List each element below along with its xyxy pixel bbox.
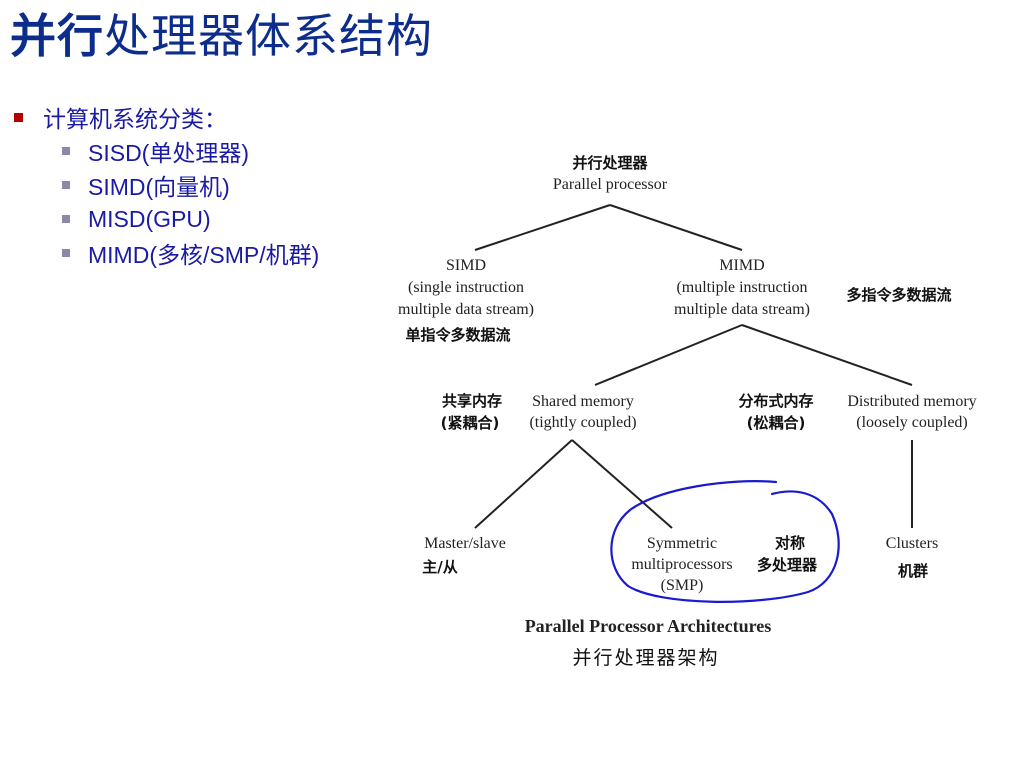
shared-zh-line2: (紧耦合) xyxy=(441,414,500,432)
bullet-item: SISD(单处理器) xyxy=(62,134,319,168)
slide-title-bold: 并行 xyxy=(10,9,104,63)
bullet-item: MISD(GPU) xyxy=(62,202,319,236)
shared-en-line1: Shared memory xyxy=(532,393,634,410)
gray-square-bullet-icon xyxy=(62,181,70,189)
simd-desc-line1: (single instruction xyxy=(408,279,524,296)
figure-caption-en: Parallel Processor Architectures xyxy=(525,616,772,636)
simd-zh-label: 单指令多数据流 xyxy=(405,326,510,344)
bullet-item-text: MISD(GPU) xyxy=(88,205,211,232)
bullet-list: 计算机系统分类： SISD(单处理器) SIMD(向量机) MISD(GPU) … xyxy=(14,100,319,270)
smp-zh-line2: 多处理器 xyxy=(757,556,818,574)
distributed-zh-line2: (松耦合) xyxy=(747,414,806,432)
edge-mimd-shared xyxy=(594,324,743,386)
shared-zh-line1: 共享内存 xyxy=(442,392,502,410)
smp-line2: multiprocessors xyxy=(631,556,732,573)
bullet-item: SIMD(向量机) xyxy=(62,168,319,202)
gray-square-bullet-icon xyxy=(62,215,70,223)
smp-zh-line1: 对称 xyxy=(775,534,805,552)
bullet-item-text: MIMD(多核/SMP/机群) xyxy=(88,242,320,268)
mimd-desc-line2: multiple data stream) xyxy=(674,301,810,318)
distributed-zh-line1: 分布式内存 xyxy=(738,392,813,410)
smp-line1: Symmetric xyxy=(647,535,717,552)
simd-desc-line2: multiple data stream) xyxy=(398,301,534,318)
clusters-label: Clusters xyxy=(886,535,938,552)
root-zh-label: 并行处理器 xyxy=(572,154,648,172)
gray-square-bullet-icon xyxy=(62,249,70,257)
distributed-en-line2: (loosely coupled) xyxy=(856,414,968,431)
root-en-label: Parallel processor xyxy=(553,176,668,193)
smp-line3: (SMP) xyxy=(661,577,704,594)
simd-label: SIMD xyxy=(446,257,486,274)
edge-root-simd xyxy=(474,204,611,251)
bullet-heading: 计算机系统分类： xyxy=(14,100,319,134)
figure-caption-zh: 并行处理器架构 xyxy=(572,647,719,669)
red-square-bullet-icon xyxy=(14,112,23,122)
smp-highlight-circle xyxy=(610,480,840,603)
bullet-item-text: SIMD(向量机) xyxy=(88,174,230,200)
master-slave-zh-label: 主/从 xyxy=(422,558,457,576)
bullet-item-text: SISD(单处理器) xyxy=(88,140,249,166)
bullet-heading-text: 计算机系统分类： xyxy=(43,106,227,132)
mimd-label: MIMD xyxy=(719,257,764,274)
slide-title-rest: 处理器体系结构 xyxy=(104,9,433,63)
tree-edges xyxy=(474,204,913,529)
edge-shared-smp xyxy=(571,439,673,529)
distributed-en-line1: Distributed memory xyxy=(847,393,976,410)
master-slave-label: Master/slave xyxy=(424,535,506,552)
mimd-desc-line1: (multiple instruction xyxy=(676,279,807,296)
edge-root-mimd xyxy=(609,204,743,251)
mimd-zh-label: 多指令多数据流 xyxy=(846,286,951,304)
clusters-zh-label: 机群 xyxy=(898,562,928,580)
shared-en-line2: (tightly coupled) xyxy=(529,414,636,431)
bullet-item: MIMD(多核/SMP/机群) xyxy=(62,236,319,270)
gray-square-bullet-icon xyxy=(62,147,70,155)
edge-mimd-distributed xyxy=(741,324,913,386)
edge-shared-master xyxy=(474,439,573,529)
slide-title: 并行处理器体系结构 xyxy=(10,0,433,66)
